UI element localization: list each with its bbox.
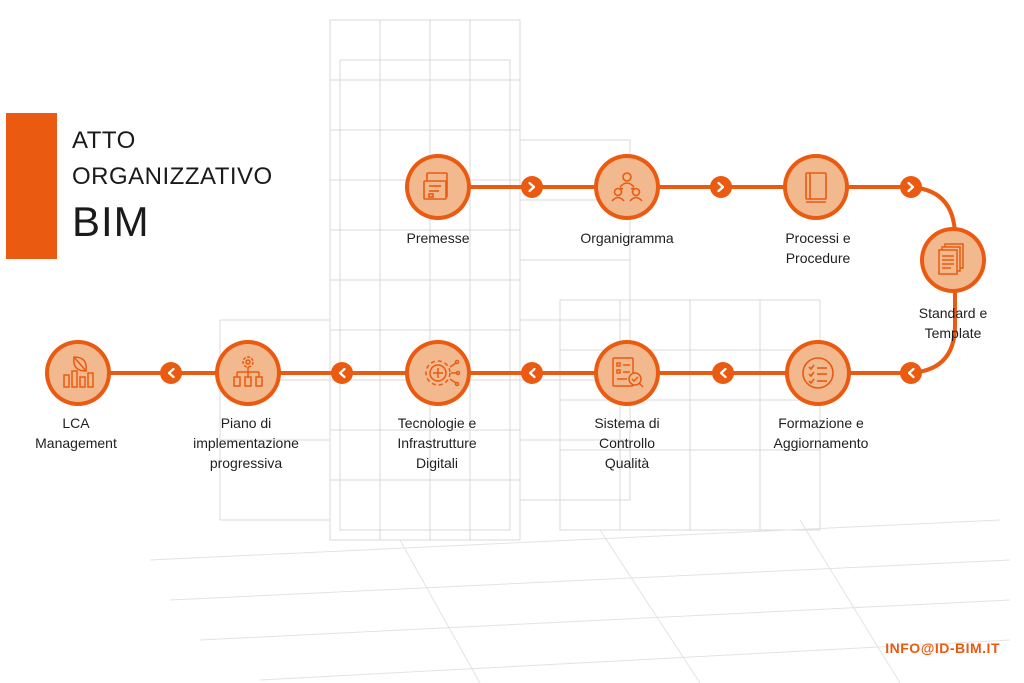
title-line-3: BIM bbox=[72, 198, 150, 245]
checklist-magnifier-icon bbox=[612, 357, 644, 388]
checklist-circle-icon bbox=[802, 357, 834, 389]
people-org-icon bbox=[611, 172, 643, 202]
title-accent-bar bbox=[6, 113, 57, 259]
hierarchy-gear-icon bbox=[233, 356, 263, 387]
step-label-sistema-qualita: Sistema di Controllo Qualità bbox=[594, 415, 660, 471]
arrow-right-icon bbox=[521, 176, 543, 198]
step-label-tecnologie: Tecnologie e Infrastrutture Digitali bbox=[397, 415, 477, 471]
arrow-left-icon bbox=[712, 362, 734, 384]
step-label-premesse: Premesse bbox=[406, 230, 470, 246]
pages-stack-icon bbox=[938, 243, 964, 275]
arrow-left-icon bbox=[900, 362, 922, 384]
arrow-left-icon bbox=[521, 362, 543, 384]
gear-circuit-icon bbox=[425, 359, 461, 387]
leaf-bars-icon bbox=[63, 356, 94, 388]
step-node-sistema-qualita bbox=[594, 340, 660, 406]
arrow-right-icon bbox=[900, 176, 922, 198]
book-icon bbox=[805, 172, 827, 203]
title-line-2: ORGANIZZATIVO bbox=[72, 163, 273, 190]
step-node-tecnologie bbox=[405, 340, 471, 406]
step-node-organigramma bbox=[594, 154, 660, 220]
arrow-left-icon bbox=[160, 362, 182, 384]
contact-email[interactable]: INFO@ID-BIM.IT bbox=[885, 640, 1000, 656]
arrow-right-icon bbox=[710, 176, 732, 198]
step-label-organigramma: Organigramma bbox=[580, 230, 674, 246]
step-label-processi: Processi e Procedure bbox=[785, 230, 851, 266]
document-stack-icon bbox=[423, 172, 448, 200]
step-node-formazione bbox=[785, 340, 851, 406]
step-node-premesse bbox=[405, 154, 471, 220]
step-node-standard bbox=[920, 227, 986, 293]
arrow-left-icon bbox=[331, 362, 353, 384]
step-label-formazione: Formazione e Aggiornamento bbox=[773, 415, 869, 451]
step-label-lca: LCA Management bbox=[35, 415, 117, 451]
step-node-lca bbox=[45, 340, 111, 406]
step-label-piano: Piano di implementazione progressiva bbox=[193, 415, 299, 471]
step-label-standard: Standard e Template bbox=[918, 305, 988, 341]
step-node-processi bbox=[783, 154, 849, 220]
title-line-1: ATTO bbox=[72, 127, 136, 154]
step-node-piano bbox=[215, 340, 281, 406]
